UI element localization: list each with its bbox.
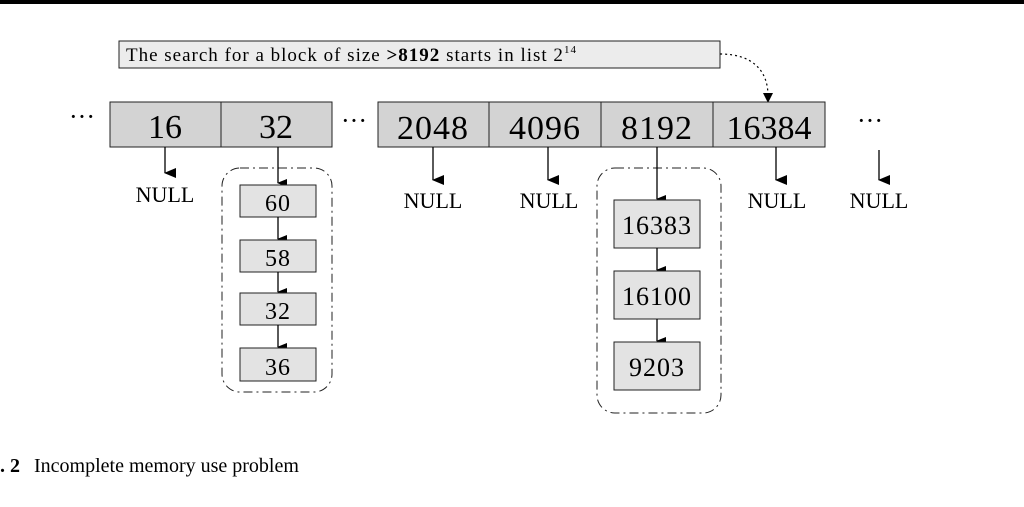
ellipsis-left: ···: [69, 102, 95, 131]
diagram: The search for a block of size >8192 sta…: [69, 40, 909, 414]
size-label-8192: 8192: [621, 110, 693, 147]
annotation-exponent: 14: [564, 44, 577, 56]
figure-caption: . 2 Incomplete memory use problem: [0, 455, 299, 478]
chain-label-16383: 16383: [622, 211, 692, 240]
null-label-next: NULL: [850, 188, 909, 213]
chain-label-32: 32: [265, 299, 291, 325]
chain-block-9203: [613, 341, 701, 391]
null-label-2048: NULL: [404, 188, 463, 213]
annotation-dotted-arrow: [719, 53, 769, 97]
ellipsis-right: ···: [857, 106, 883, 135]
chain-label-16100: 16100: [622, 282, 692, 311]
svg-text:The search for a block of size: The search for a block of size >8192 sta…: [126, 44, 577, 66]
null-label-16: NULL: [136, 182, 195, 207]
ellipsis-middle: ···: [341, 106, 367, 135]
annotation-arrowhead: [763, 93, 773, 103]
chain-label-58: 58: [265, 246, 291, 272]
size-box-4096: [488, 101, 602, 148]
chain-label-36: 36: [265, 355, 291, 381]
size-label-16: 16: [148, 109, 182, 146]
null-label-4096: NULL: [520, 188, 579, 213]
chain-label-9203: 9203: [629, 353, 685, 382]
size-label-2048: 2048: [397, 110, 469, 147]
chain-block-36: [239, 347, 317, 382]
size-box-8192: [600, 101, 714, 148]
size-box-16: [109, 101, 222, 148]
annotation-text-after: starts in list 2: [440, 45, 564, 66]
annotation-text-before: The search for a block of size: [126, 45, 386, 66]
null-label-16384: NULL: [748, 188, 807, 213]
chain-label-60: 60: [265, 191, 291, 217]
size-box-32: [220, 101, 333, 148]
search-annotation: The search for a block of size >8192 sta…: [118, 40, 721, 69]
size-box-16384: [712, 101, 826, 148]
annotation-size: >8192: [386, 45, 440, 66]
top-rule: [0, 0, 1024, 4]
size-list-right: 2048 4096 8192 16384: [377, 101, 826, 148]
chain-group-border-8192: [596, 167, 722, 414]
chain-block-32: [239, 292, 317, 326]
size-label-32: 32: [259, 109, 293, 146]
caption-text: Incomplete memory use problem: [34, 455, 299, 477]
chain-group-border-32: [221, 167, 333, 393]
size-label-4096: 4096: [509, 110, 581, 147]
size-box-2048: [377, 101, 490, 148]
chain-list-32: 60 58 32 36: [221, 147, 333, 393]
size-list-left: 16 32: [109, 101, 333, 148]
chain-block-60: [239, 184, 317, 218]
chain-list-8192: 16383 16100 9203: [596, 147, 722, 414]
size-label-16384: 16384: [727, 110, 812, 147]
chain-block-58: [239, 239, 317, 273]
figure-number: . 2: [0, 455, 20, 477]
